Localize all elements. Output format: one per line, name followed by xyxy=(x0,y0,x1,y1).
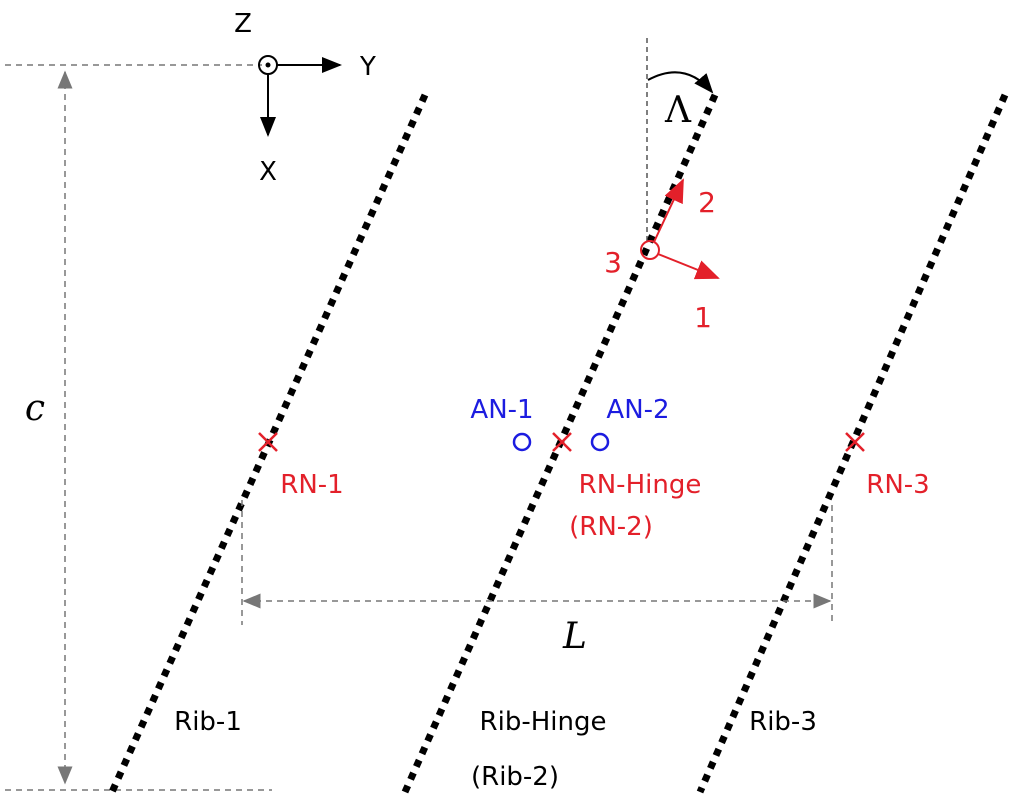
y-axis-label: Y xyxy=(359,52,376,82)
axis-3-out-icon xyxy=(640,240,660,260)
axis-2-label: 2 xyxy=(698,186,716,219)
z-axis-label: Z xyxy=(234,9,252,39)
x-axis-label: X xyxy=(259,157,277,187)
rn-3-marker xyxy=(845,432,865,452)
axis-1-label: 1 xyxy=(694,301,712,334)
rn-2-label: (RN-2) xyxy=(569,512,653,542)
sweep-angle-arrow xyxy=(647,71,714,94)
axis-3-label: 3 xyxy=(604,246,622,279)
axis-2-arrow xyxy=(653,178,684,243)
rib-1-label: Rib-1 xyxy=(174,707,242,737)
global-axes: Z Y X xyxy=(234,9,376,187)
span-label: L xyxy=(562,616,587,657)
axis-1-arrow xyxy=(657,253,720,280)
rn-3-label: RN-3 xyxy=(866,470,929,500)
rib-2-label: (Rib-2) xyxy=(471,762,559,792)
an-2-marker xyxy=(590,432,610,452)
an-1-label: AN-1 xyxy=(470,395,533,425)
rn-hinge-marker xyxy=(552,432,572,452)
sweep-label: Λ xyxy=(664,90,692,131)
an-2-label: AN-2 xyxy=(606,395,669,425)
rn-hinge-label: RN-Hinge xyxy=(579,470,702,500)
rib-3-label: Rib-3 xyxy=(749,707,817,737)
an-1-marker xyxy=(512,432,532,452)
rn-1-marker xyxy=(258,432,278,452)
chord-label: c xyxy=(25,388,45,429)
rib-hinge-label: Rib-Hinge xyxy=(480,707,607,737)
local-axes: 3 2 1 xyxy=(604,178,720,334)
rn-1-label: RN-1 xyxy=(280,470,343,500)
